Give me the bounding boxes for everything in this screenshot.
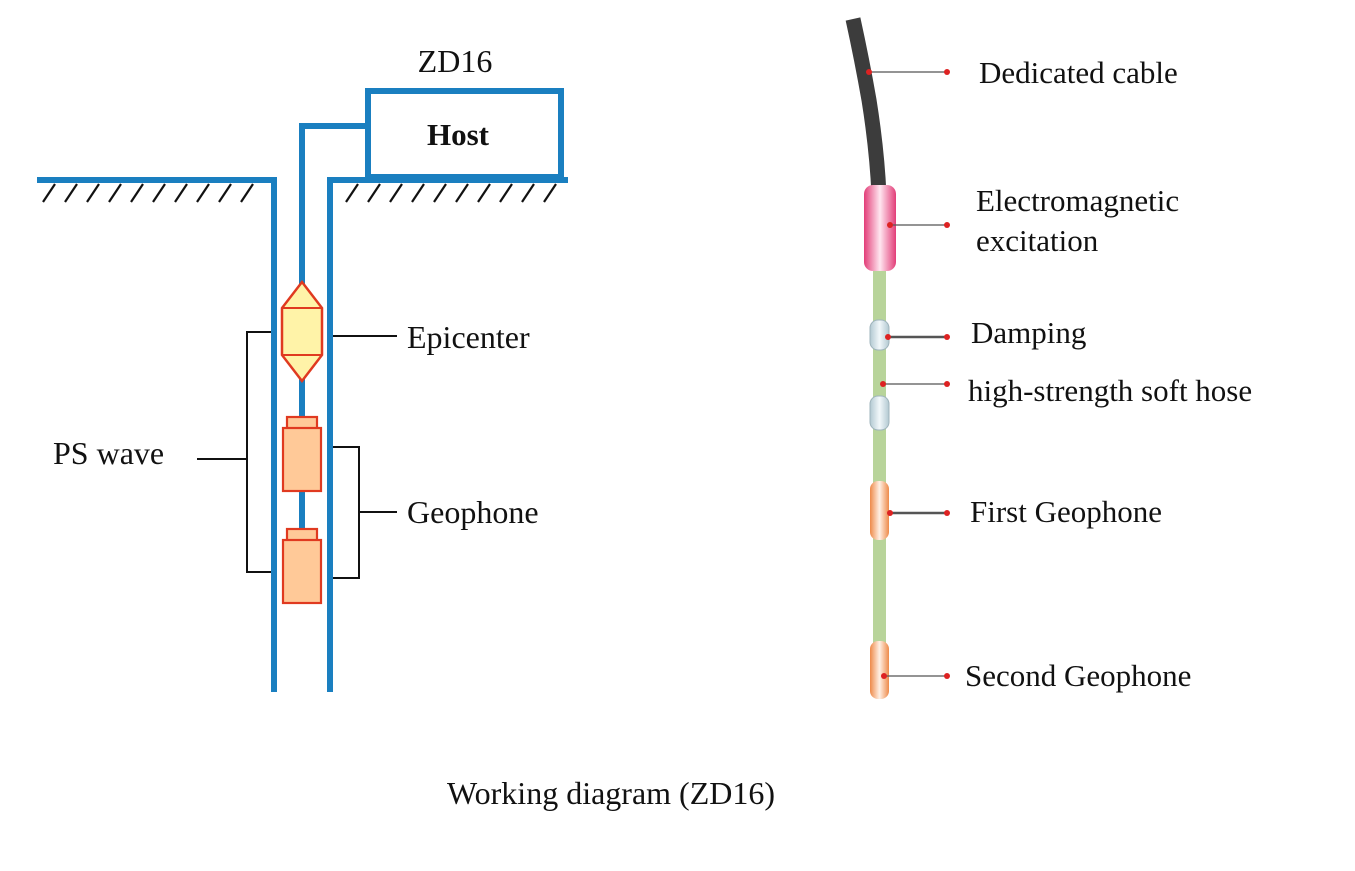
damping-lower bbox=[869, 395, 890, 431]
device-name-label: ZD16 bbox=[418, 43, 493, 79]
first-geophone-leader bbox=[887, 510, 950, 516]
geophone-lower bbox=[281, 527, 323, 605]
second-geophone-leader bbox=[881, 673, 950, 679]
host-box bbox=[365, 88, 564, 180]
geophone-bracket bbox=[333, 446, 397, 579]
epicenter-source bbox=[280, 279, 324, 384]
damping-label: Damping bbox=[971, 315, 1086, 350]
geophone-label: Geophone bbox=[407, 494, 539, 530]
hose-label: high-strength soft hose bbox=[968, 373, 1252, 408]
figure-caption: Working diagram (ZD16) bbox=[447, 775, 775, 811]
damping-leader bbox=[885, 334, 950, 340]
right-probe-diagram: Dedicated cable Electromagnetic excitati… bbox=[845, 17, 1252, 699]
ps-wave-bracket bbox=[197, 331, 271, 573]
first-geophone-label: First Geophone bbox=[970, 494, 1162, 529]
ps-wave-label: PS wave bbox=[53, 435, 164, 471]
host-label: Host bbox=[427, 117, 490, 152]
excitation-label-line1: Electromagnetic bbox=[976, 183, 1179, 218]
electromagnetic-exciter bbox=[864, 185, 896, 271]
second-geophone-label: Second Geophone bbox=[965, 658, 1191, 693]
cable-leader bbox=[866, 69, 950, 75]
dedicated-cable bbox=[845, 17, 887, 196]
hose-leader bbox=[880, 381, 950, 387]
epicenter-label: Epicenter bbox=[407, 319, 530, 355]
cable-label: Dedicated cable bbox=[979, 55, 1178, 90]
soft-hose bbox=[873, 268, 886, 688]
geophone-upper bbox=[281, 415, 323, 493]
first-geophone-body bbox=[870, 481, 889, 540]
excitation-label-line2: excitation bbox=[976, 223, 1099, 258]
left-working-diagram: Host ZD16 Epicenter Geophone PS wave bbox=[37, 43, 568, 692]
excitation-leader bbox=[887, 222, 950, 228]
ground-hatching bbox=[42, 183, 557, 203]
second-geophone-body bbox=[870, 641, 889, 699]
